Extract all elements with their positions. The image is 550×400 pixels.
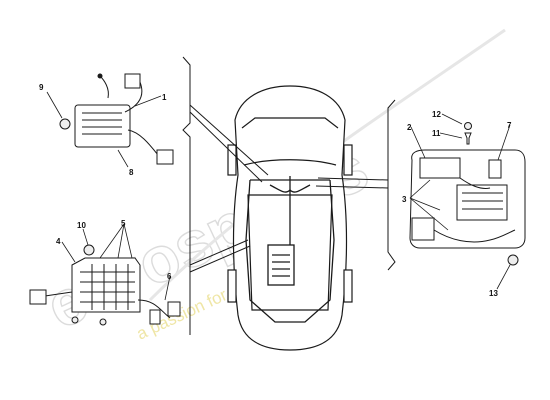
callout-12: 12 [432, 110, 441, 119]
engine-bay [247, 194, 333, 311]
callout-13: 13 [489, 289, 498, 298]
callout-leaders [46, 91, 511, 301]
callout-1: 1 [162, 93, 167, 102]
inset-control-unit [59, 73, 174, 165]
part-9-grommet [59, 118, 71, 130]
leader-lines [189, 104, 389, 273]
wheel-rear-right [343, 269, 353, 303]
wheel-front-right [343, 144, 353, 176]
part-12-bolt [464, 122, 472, 130]
part-4-fuse-box [71, 257, 141, 313]
part-11-screw [464, 132, 472, 145]
car-wiring-harness [245, 176, 335, 323]
callout-11: 11 [432, 129, 441, 138]
callout-8: 8 [129, 168, 134, 177]
windscreen [241, 117, 339, 129]
inset-control-module [409, 122, 526, 266]
inset-fuse-box [29, 244, 181, 326]
callout-5: 5 [121, 219, 126, 228]
callout-10: 10 [77, 221, 86, 230]
part-10-grommet [83, 244, 95, 256]
callout-3: 3 [402, 195, 407, 204]
callout-9: 9 [39, 83, 44, 92]
wheel-rear-left [227, 269, 237, 303]
part-13-plug [507, 254, 519, 266]
callout-7: 7 [507, 121, 512, 130]
part-8-control-unit [74, 104, 131, 148]
callout-6: 6 [167, 272, 172, 281]
section-dividers [182, 56, 396, 335]
part-2-relay [419, 157, 461, 179]
part-1-harness [124, 81, 143, 113]
callout-2: 2 [407, 123, 412, 132]
left-divider [182, 56, 191, 335]
roof-line [243, 159, 337, 166]
fuse-box-in-car [267, 244, 295, 286]
right-divider [387, 99, 396, 271]
callout-labels: 1 2 3 4 5 6 7 8 9 10 11 12 13 [39, 83, 512, 298]
wheel-front-left [227, 144, 237, 176]
callout-4: 4 [56, 237, 61, 246]
